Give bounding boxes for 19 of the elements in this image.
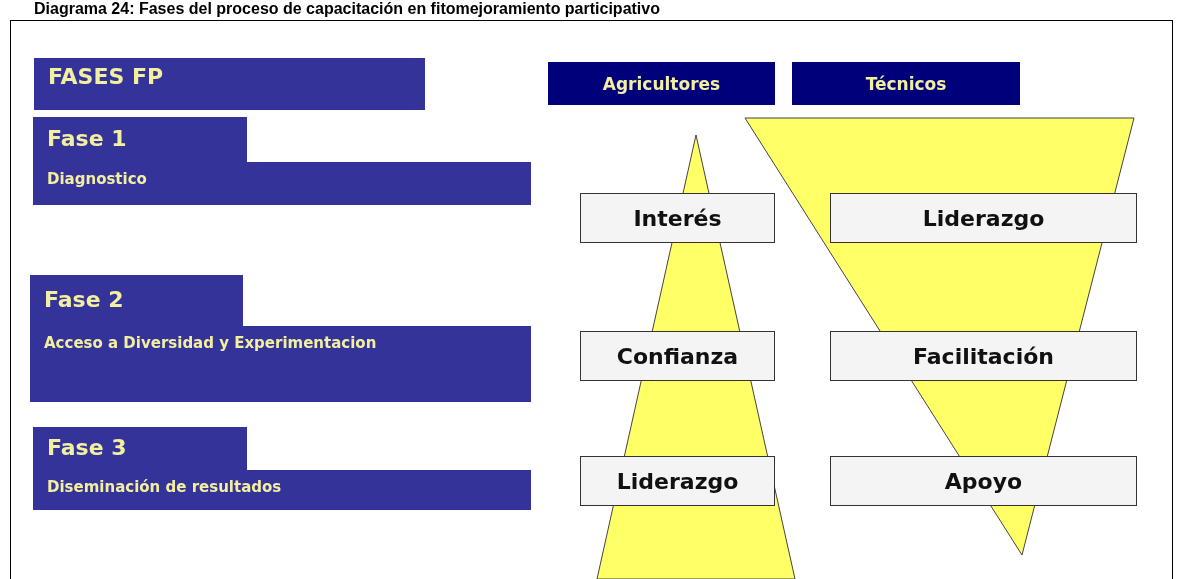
phase-heading: Fase 3 bbox=[47, 435, 127, 460]
phase-heading: Fase 2 bbox=[44, 287, 124, 312]
phase-banner bbox=[30, 275, 531, 402]
term-box: Facilitación bbox=[830, 331, 1137, 381]
column-header: Técnicos bbox=[792, 62, 1020, 105]
column-header: Agricultores bbox=[548, 62, 775, 105]
phase-heading: Fase 1 bbox=[47, 126, 127, 151]
section-heading: FASES FP bbox=[34, 58, 425, 110]
phase-banner bbox=[33, 427, 531, 510]
phase-banner bbox=[33, 117, 531, 205]
term-box: Apoyo bbox=[830, 456, 1137, 506]
term-box: Confianza bbox=[580, 331, 775, 381]
phase-description: Acceso a Diversidad y Experimentacion bbox=[44, 333, 378, 354]
diagram-title: Diagrama 24: Fases del proceso de capacitación en fitomejoramiento participativo bbox=[34, 0, 660, 18]
phase-description: Diagnostico bbox=[47, 169, 148, 190]
phase-description: Diseminación de resultados bbox=[47, 477, 283, 498]
term-box: Liderazgo bbox=[580, 456, 775, 506]
term-box: Interés bbox=[580, 193, 775, 243]
term-box: Liderazgo bbox=[830, 193, 1137, 243]
